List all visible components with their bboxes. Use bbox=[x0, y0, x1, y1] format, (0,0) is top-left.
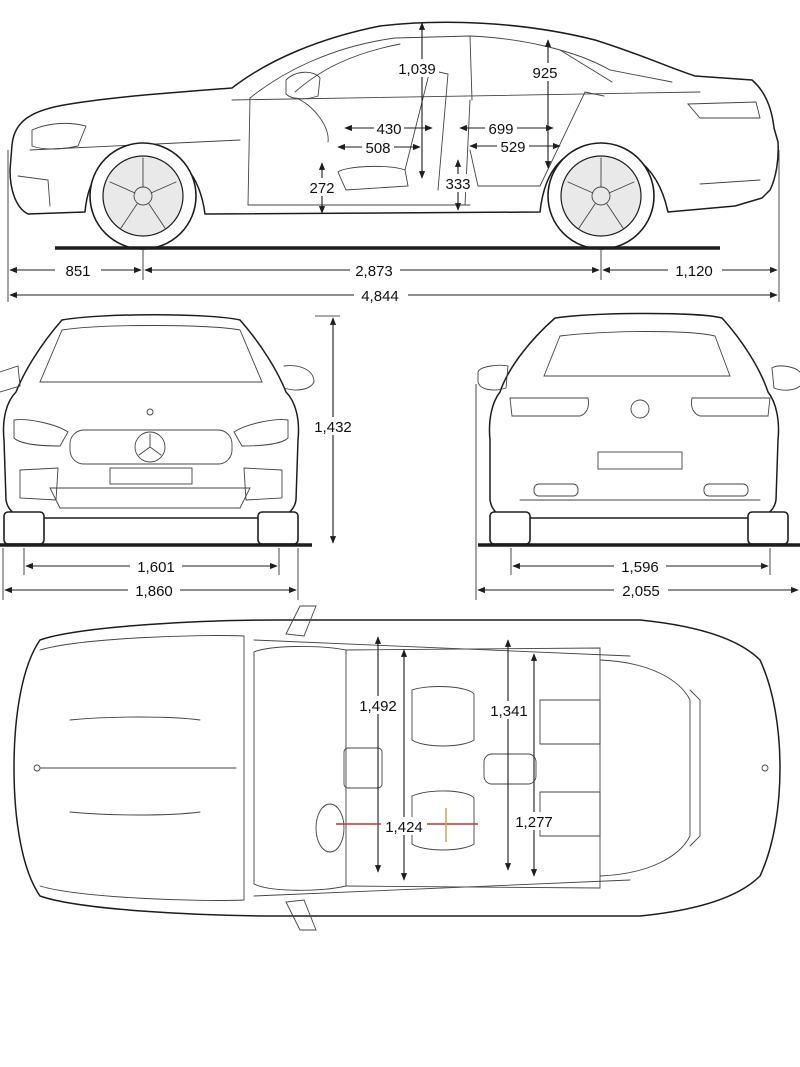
top-view: 1,492 1,341 1,424 1,277 bbox=[13, 605, 781, 931]
front-seat-travel-label: 430 bbox=[376, 121, 401, 138]
rear-view: 1,596 2,055 bbox=[475, 312, 800, 600]
rear-seat-height-label: 333 bbox=[445, 176, 470, 193]
side-view: 851 2,873 1,120 4,844 1,039 925 430 508 … bbox=[7, 21, 780, 305]
wheelbase-label: 2,873 bbox=[355, 263, 393, 280]
rear-car-outline bbox=[477, 312, 800, 519]
width-incl-mirrors-label: 2,055 bbox=[622, 583, 660, 600]
rear-seat-depth-label: 529 bbox=[500, 139, 525, 156]
front-shoulder-width-label: 1,492 bbox=[359, 698, 397, 715]
overall-length-label: 4,844 bbox=[361, 288, 399, 305]
rear-shoulder-width-label: 1,341 bbox=[490, 703, 528, 720]
front-track-label: 1,601 bbox=[137, 559, 175, 576]
front-left-tyre bbox=[3, 511, 45, 545]
rear-track-label: 1,596 bbox=[621, 559, 659, 576]
rear-elbow-width-label: 1,277 bbox=[515, 814, 553, 831]
rear-overhang-label: 1,120 bbox=[675, 263, 713, 280]
rear-right-tyre bbox=[747, 511, 789, 545]
rear-left-tyre bbox=[489, 511, 531, 545]
front-right-tyre bbox=[257, 511, 299, 545]
front-seat-depth-label: 508 bbox=[365, 140, 390, 157]
rear-wheel bbox=[547, 142, 655, 250]
front-headroom-label: 1,039 bbox=[398, 61, 436, 78]
overall-width-label: 1,860 bbox=[135, 583, 173, 600]
rear-legroom-label: 699 bbox=[488, 121, 513, 138]
overall-height-label: 1,432 bbox=[314, 419, 352, 436]
front-car-outline bbox=[0, 314, 315, 519]
front-elbow-width-label: 1,424 bbox=[385, 819, 423, 836]
front-overhang-label: 851 bbox=[65, 263, 90, 280]
top-car-outline bbox=[13, 605, 781, 931]
front-wheel bbox=[89, 142, 197, 250]
rear-headroom-label: 925 bbox=[532, 65, 557, 82]
front-view: 1,432 1,601 1,860 bbox=[0, 314, 356, 600]
front-seat-height-label: 272 bbox=[309, 180, 334, 197]
